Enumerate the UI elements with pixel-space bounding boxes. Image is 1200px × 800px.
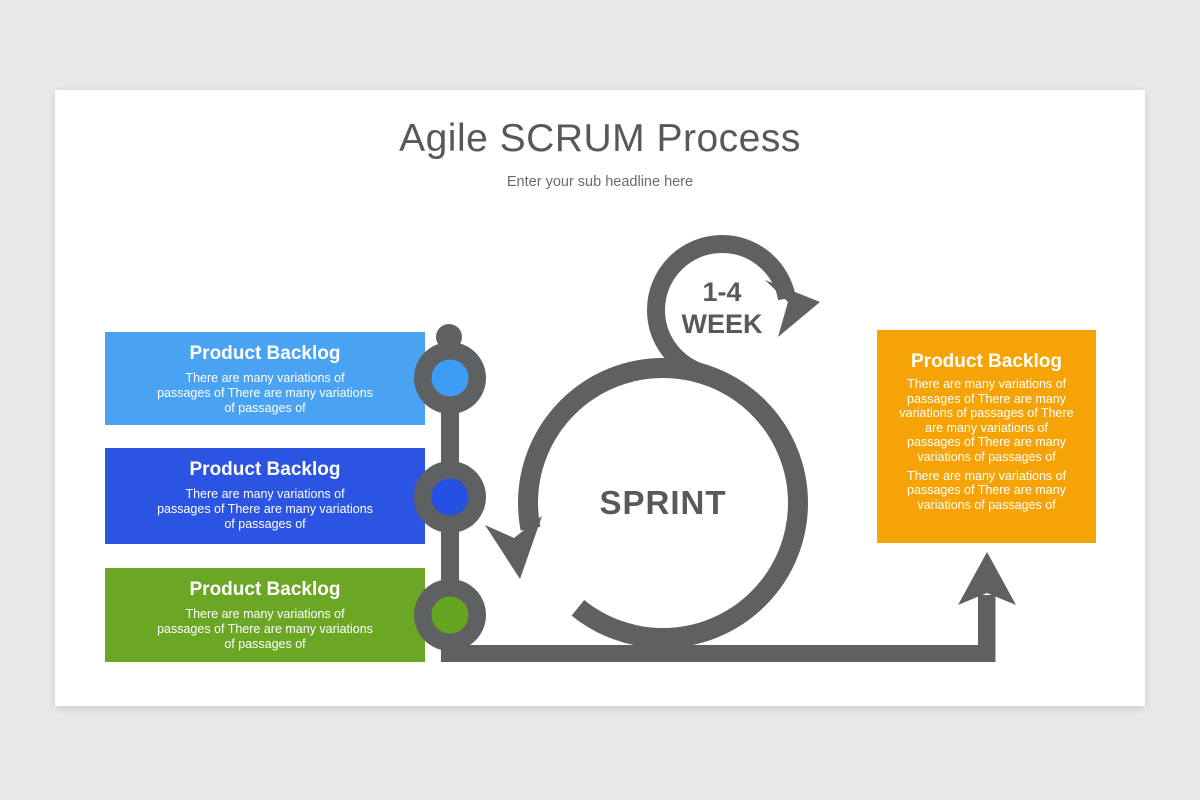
backlog-card-2: Product Backlog There are many variation… (105, 448, 425, 544)
week-loop-circle (647, 235, 797, 385)
week-label-line1: 1-4 (702, 277, 741, 307)
week-label-line2: WEEK (682, 309, 764, 339)
backlog-card-3-body: There are many variations of passages of… (157, 607, 373, 651)
page-subtitle: Enter your sub headline here (506, 174, 694, 190)
timeline-node-1-dot (431, 359, 469, 397)
sprint-label: SPRINT (599, 484, 726, 521)
backlog-card-2-title: Product Backlog (189, 459, 341, 480)
sprint-loop-diagram: SPRINT 1-4 WEEK (414, 235, 1016, 662)
backlog-card-3: Product Backlog There are many variation… (105, 568, 425, 662)
timeline-node-2 (414, 461, 486, 533)
week-loop-arrow-icon (765, 280, 820, 337)
sprint-arrow-icon (485, 516, 542, 579)
timeline-node-3 (414, 579, 486, 651)
timeline-node-2-dot (431, 478, 469, 516)
backlog-card-3-title: Product Backlog (189, 579, 341, 600)
bottom-flow-bar (443, 645, 995, 662)
backlog-card-right-body-2: There are many variations of passages of… (906, 468, 1067, 512)
backlog-card-1-body: There are many variations of passages of… (157, 371, 373, 415)
backlog-card-1-title: Product Backlog (189, 343, 341, 364)
sprint-circle (518, 358, 808, 648)
backlog-card-2-body: There are many variations of passages of… (157, 487, 373, 531)
backlog-card-right-title: Product Backlog (911, 351, 1062, 372)
timeline-node-3-dot (431, 596, 469, 634)
slide-canvas: Agile SCRUM Process Enter your sub headl… (55, 90, 1145, 706)
up-arrow-icon (958, 552, 1016, 605)
backlog-card-right: Product Backlog There are many variation… (877, 330, 1096, 543)
backlog-card-right-body-1: There are many variations of passages of… (899, 377, 1074, 464)
backlog-card-1: Product Backlog There are many variation… (105, 332, 425, 425)
timeline-node-1 (414, 342, 486, 414)
up-arrow-shaft (978, 595, 996, 662)
page-title: Agile SCRUM Process (399, 117, 801, 160)
